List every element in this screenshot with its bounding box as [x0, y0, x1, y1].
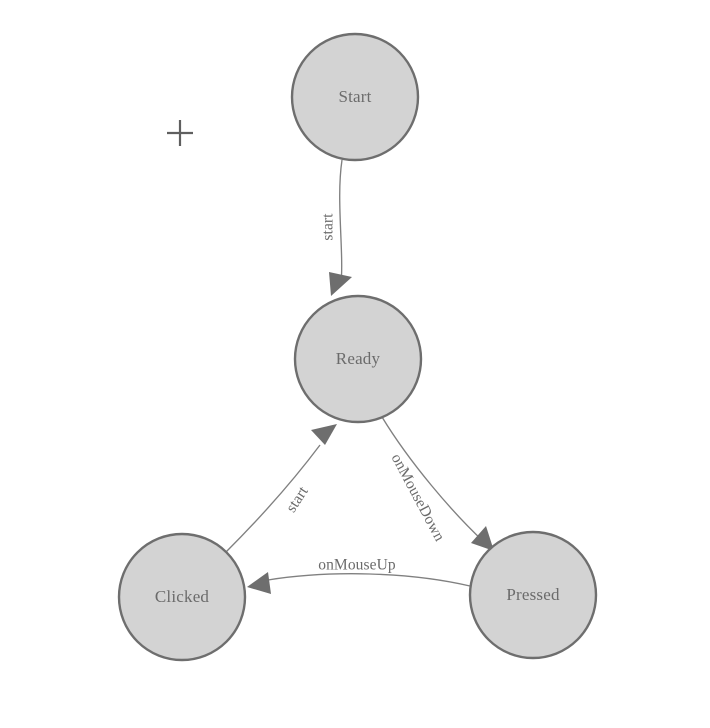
node-pressed-circle[interactable]	[468, 530, 598, 660]
crosshair-icon	[167, 120, 193, 146]
edge-pressed-to-clicked[interactable]: onMouseUp	[247, 557, 471, 594]
edge-start-to-ready[interactable]: start	[320, 159, 352, 296]
node-ready-label: Ready	[336, 349, 381, 368]
arrowhead-pressed-upperleft	[471, 526, 494, 551]
node-clicked-circle[interactable]	[117, 532, 247, 662]
arrowhead-ready-lowerleft	[311, 424, 337, 445]
node-pressed-label: Pressed	[506, 585, 560, 604]
node-pressed[interactable]: Pressed	[468, 530, 598, 660]
edge-label-pressed-to-clicked: onMouseUp	[318, 557, 396, 574]
edge-clicked-to-ready[interactable]: start	[225, 424, 337, 553]
node-start-circle[interactable]	[290, 32, 420, 162]
node-clicked-label: Clicked	[155, 587, 210, 606]
edge-label-clicked-to-ready: start	[283, 483, 312, 516]
node-ready[interactable]: Ready	[293, 294, 423, 424]
node-start[interactable]: Start	[290, 32, 420, 162]
edge-label-ready-to-pressed: onMouseDown	[388, 451, 448, 544]
node-clicked[interactable]: Clicked	[117, 532, 247, 662]
edge-label-start-to-ready: start	[320, 213, 337, 241]
arrowhead-ready-top	[329, 272, 352, 296]
arrowhead-clicked-right	[247, 572, 271, 594]
edge-ready-to-pressed[interactable]: onMouseDown	[381, 416, 494, 551]
node-start-label: Start	[338, 87, 371, 106]
node-ready-circle[interactable]	[293, 294, 423, 424]
